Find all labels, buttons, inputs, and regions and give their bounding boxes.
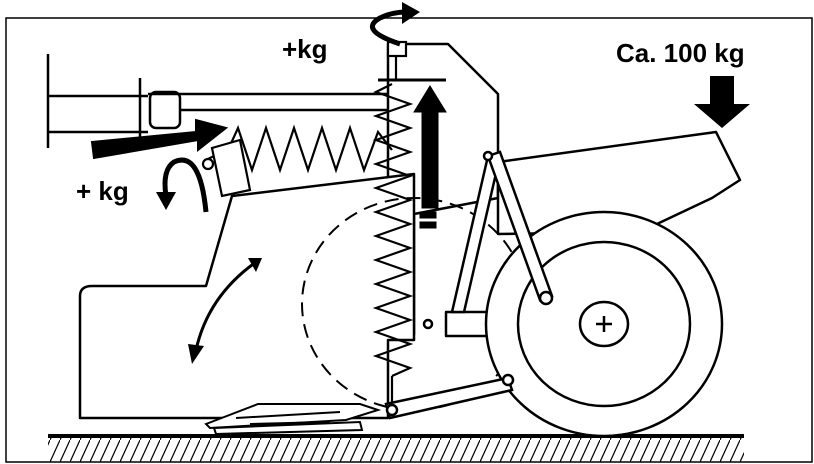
horizontal-spring: [201, 124, 393, 198]
weight-label-right: Ca. 100 kg: [616, 38, 745, 68]
push-arrow-icon: [90, 118, 229, 160]
rotation-arrow-top-icon: [370, 2, 420, 47]
weight-label-top: +kg: [282, 34, 328, 64]
ground: [48, 434, 744, 462]
main-frame: [78, 42, 742, 420]
lower-link: [384, 373, 515, 420]
pivot-arrow-icon: [188, 258, 262, 364]
vertical-spring: [372, 40, 446, 406]
lift-arrow-icon: [413, 85, 447, 229]
cutter-blades: [204, 403, 382, 436]
weight-arrow-icon: [694, 76, 750, 128]
weight-label-left: + kg: [76, 176, 129, 206]
wheel: [484, 210, 724, 438]
rotation-arrow-left-icon: [156, 157, 209, 213]
struts: [422, 150, 554, 330]
